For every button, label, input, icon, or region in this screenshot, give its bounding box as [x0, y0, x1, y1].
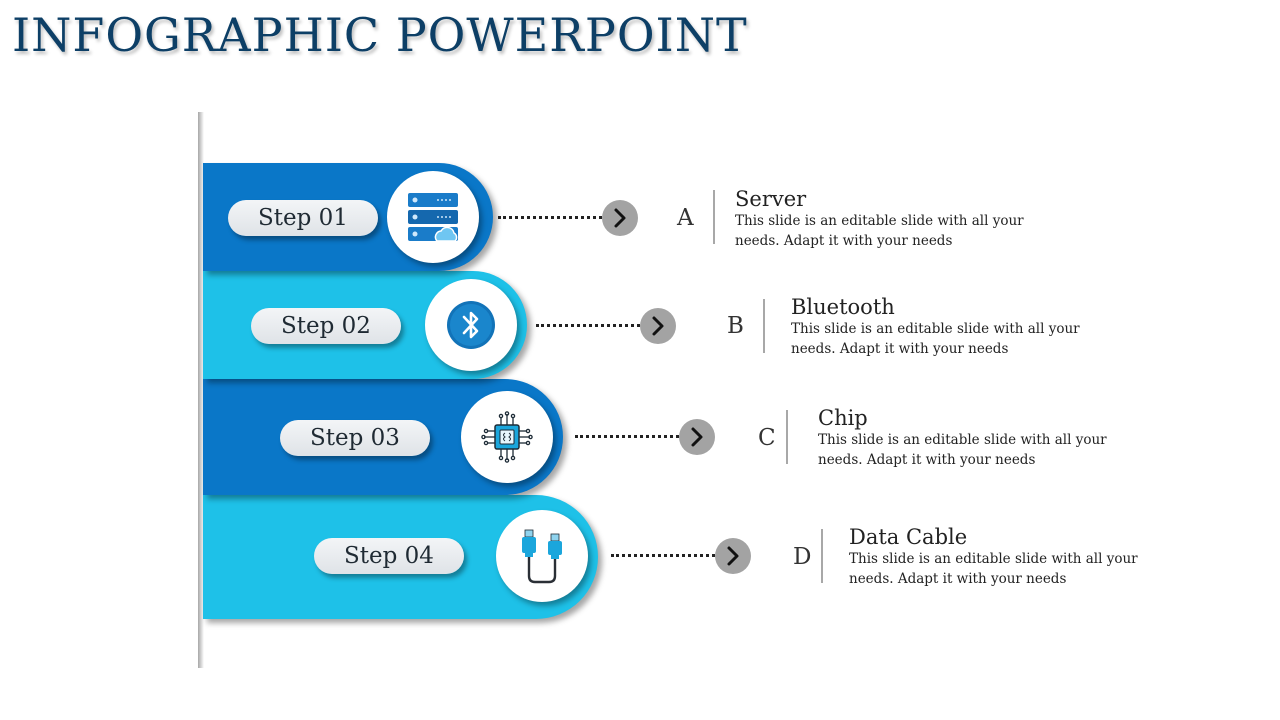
step-03-letter: C [758, 425, 776, 451]
step-02-separator [763, 299, 765, 353]
step-04-icon-circle [496, 510, 588, 602]
server-cloud-icon [408, 193, 458, 242]
step-03-icon-circle [461, 391, 553, 483]
step-03-description: This slide is an editable slide with all… [818, 432, 1107, 468]
chevron-right-icon [727, 546, 739, 566]
chip-icon [481, 411, 533, 463]
step-01-text: Server This slide is an editable slide w… [735, 187, 1065, 251]
step-04-letter: D [793, 544, 812, 570]
step-04-connector [611, 554, 715, 557]
step-04-description: This slide is an editable slide with all… [849, 551, 1138, 587]
step-01-separator [713, 190, 715, 244]
chevron-right-icon [652, 316, 664, 336]
step-04-pill: Step 04 [314, 538, 464, 574]
step-03-separator [786, 410, 788, 464]
step-02-heading: Bluetooth [791, 295, 895, 319]
step-01-connector [498, 216, 602, 219]
step-02-pill: Step 02 [251, 308, 401, 344]
step-04-heading: Data Cable [849, 525, 968, 549]
step-03-arrow [679, 419, 715, 455]
step-04-arrow [715, 538, 751, 574]
step-01-heading: Server [735, 187, 807, 211]
step-03-text: Chip This slide is an editable slide wit… [818, 406, 1148, 470]
step-01-arrow [602, 200, 638, 236]
step-02-text: Bluetooth This slide is an editable slid… [791, 295, 1121, 359]
step-01-description: This slide is an editable slide with all… [735, 213, 1024, 249]
bluetooth-icon [447, 301, 495, 349]
step-02-arrow [640, 308, 676, 344]
step-04-separator [821, 529, 823, 583]
step-02-letter: B [727, 313, 744, 339]
left-spine [198, 112, 204, 668]
step-03-connector [575, 435, 679, 438]
chevron-right-icon [614, 208, 626, 228]
chevron-right-icon [691, 427, 703, 447]
step-03-pill: Step 03 [280, 420, 430, 456]
step-01-pill: Step 01 [228, 200, 378, 236]
step-02-icon-circle [425, 279, 517, 371]
step-01-icon-circle [387, 171, 479, 263]
step-04-text: Data Cable This slide is an editable sli… [849, 525, 1179, 589]
page-title: INFOGRAPHIC POWERPOINT [12, 8, 748, 62]
step-02-description: This slide is an editable slide with all… [791, 321, 1080, 357]
step-03-heading: Chip [818, 406, 868, 430]
step-02-connector [536, 324, 640, 327]
step-01-letter: A [677, 205, 694, 231]
usb-cable-icon [522, 529, 562, 584]
